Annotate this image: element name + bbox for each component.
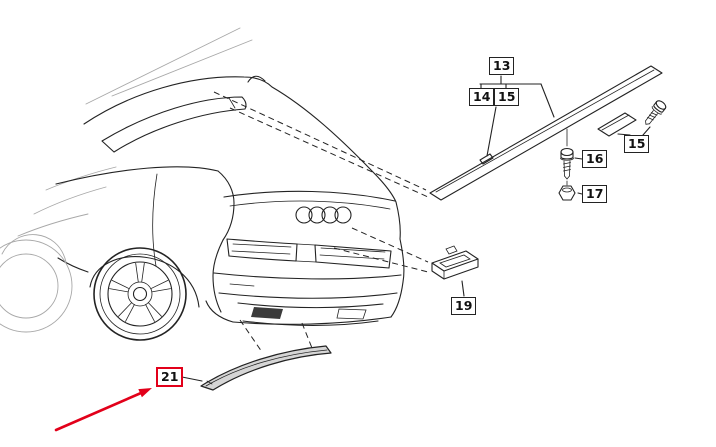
bumper-left-corner bbox=[205, 300, 234, 323]
nut-17-icon bbox=[558, 180, 576, 201]
callout-13[interactable]: 13 bbox=[489, 57, 515, 75]
screw-16-icon bbox=[560, 128, 574, 180]
license-plate-light-part bbox=[431, 245, 479, 280]
door-shut-line bbox=[152, 173, 158, 267]
callout-21-highlighted[interactable]: 21 bbox=[156, 367, 184, 387]
taillight-right bbox=[314, 244, 392, 269]
bumper-reflector bbox=[229, 283, 255, 287]
dashed-leader-lines bbox=[213, 91, 429, 353]
callout-16[interactable]: 16 bbox=[582, 150, 608, 168]
leader-bumper-to-trim-1 bbox=[239, 319, 263, 353]
bumper-trim-21-part bbox=[200, 345, 332, 391]
side-sill bbox=[57, 257, 89, 273]
quarter-window-divider bbox=[228, 97, 236, 109]
trunk-top-edge bbox=[223, 190, 396, 202]
side-window bbox=[101, 96, 247, 153]
front-wheel-partial bbox=[0, 234, 73, 333]
leader-trunk-to-light-1 bbox=[351, 227, 429, 263]
rear-bottom-edge bbox=[232, 316, 392, 325]
callout-19[interactable]: 19 bbox=[451, 297, 477, 315]
rear-fender-shoulder bbox=[217, 170, 235, 241]
leader-roof-to-strip-1 bbox=[213, 91, 427, 191]
trunk-deck-line bbox=[229, 200, 391, 210]
beltline bbox=[55, 166, 219, 185]
rear-right-edge bbox=[390, 238, 405, 318]
taillight-center-trim bbox=[295, 243, 317, 263]
screw-upper-icon bbox=[645, 100, 667, 125]
wheel-spokes bbox=[109, 262, 171, 322]
exhaust-tip-left bbox=[251, 307, 283, 319]
trim-strip-notch bbox=[479, 153, 494, 165]
rear-bumper bbox=[213, 272, 402, 327]
leader-roof-to-strip-2 bbox=[229, 107, 429, 198]
callout-15-b[interactable]: 15 bbox=[624, 135, 650, 153]
solid-leader-lines bbox=[181, 126, 651, 382]
exhaust-tip-right bbox=[336, 308, 367, 320]
sketch-lines bbox=[17, 27, 253, 237]
rear-wheel bbox=[93, 247, 187, 341]
taillight-left bbox=[226, 238, 298, 262]
callout-13-bracket bbox=[479, 75, 555, 157]
callout-15-a[interactable]: 15 bbox=[494, 88, 520, 106]
callout-14[interactable]: 14 bbox=[469, 88, 495, 106]
leader-trunk-to-light-2 bbox=[333, 247, 429, 273]
rear-left-edge bbox=[212, 239, 224, 313]
clip-pad-part bbox=[597, 112, 637, 137]
antenna-fin bbox=[247, 75, 266, 83]
audi-rings-emblem bbox=[295, 206, 352, 224]
highlight-arrow bbox=[54, 388, 152, 432]
callout-17[interactable]: 17 bbox=[582, 185, 608, 203]
leader-bumper-to-trim-2 bbox=[301, 322, 313, 349]
car-illustration bbox=[0, 75, 405, 341]
rear-wheel-arch bbox=[89, 256, 200, 308]
roof-and-deck-outline bbox=[83, 76, 401, 240]
trim-strip-part bbox=[429, 65, 663, 201]
